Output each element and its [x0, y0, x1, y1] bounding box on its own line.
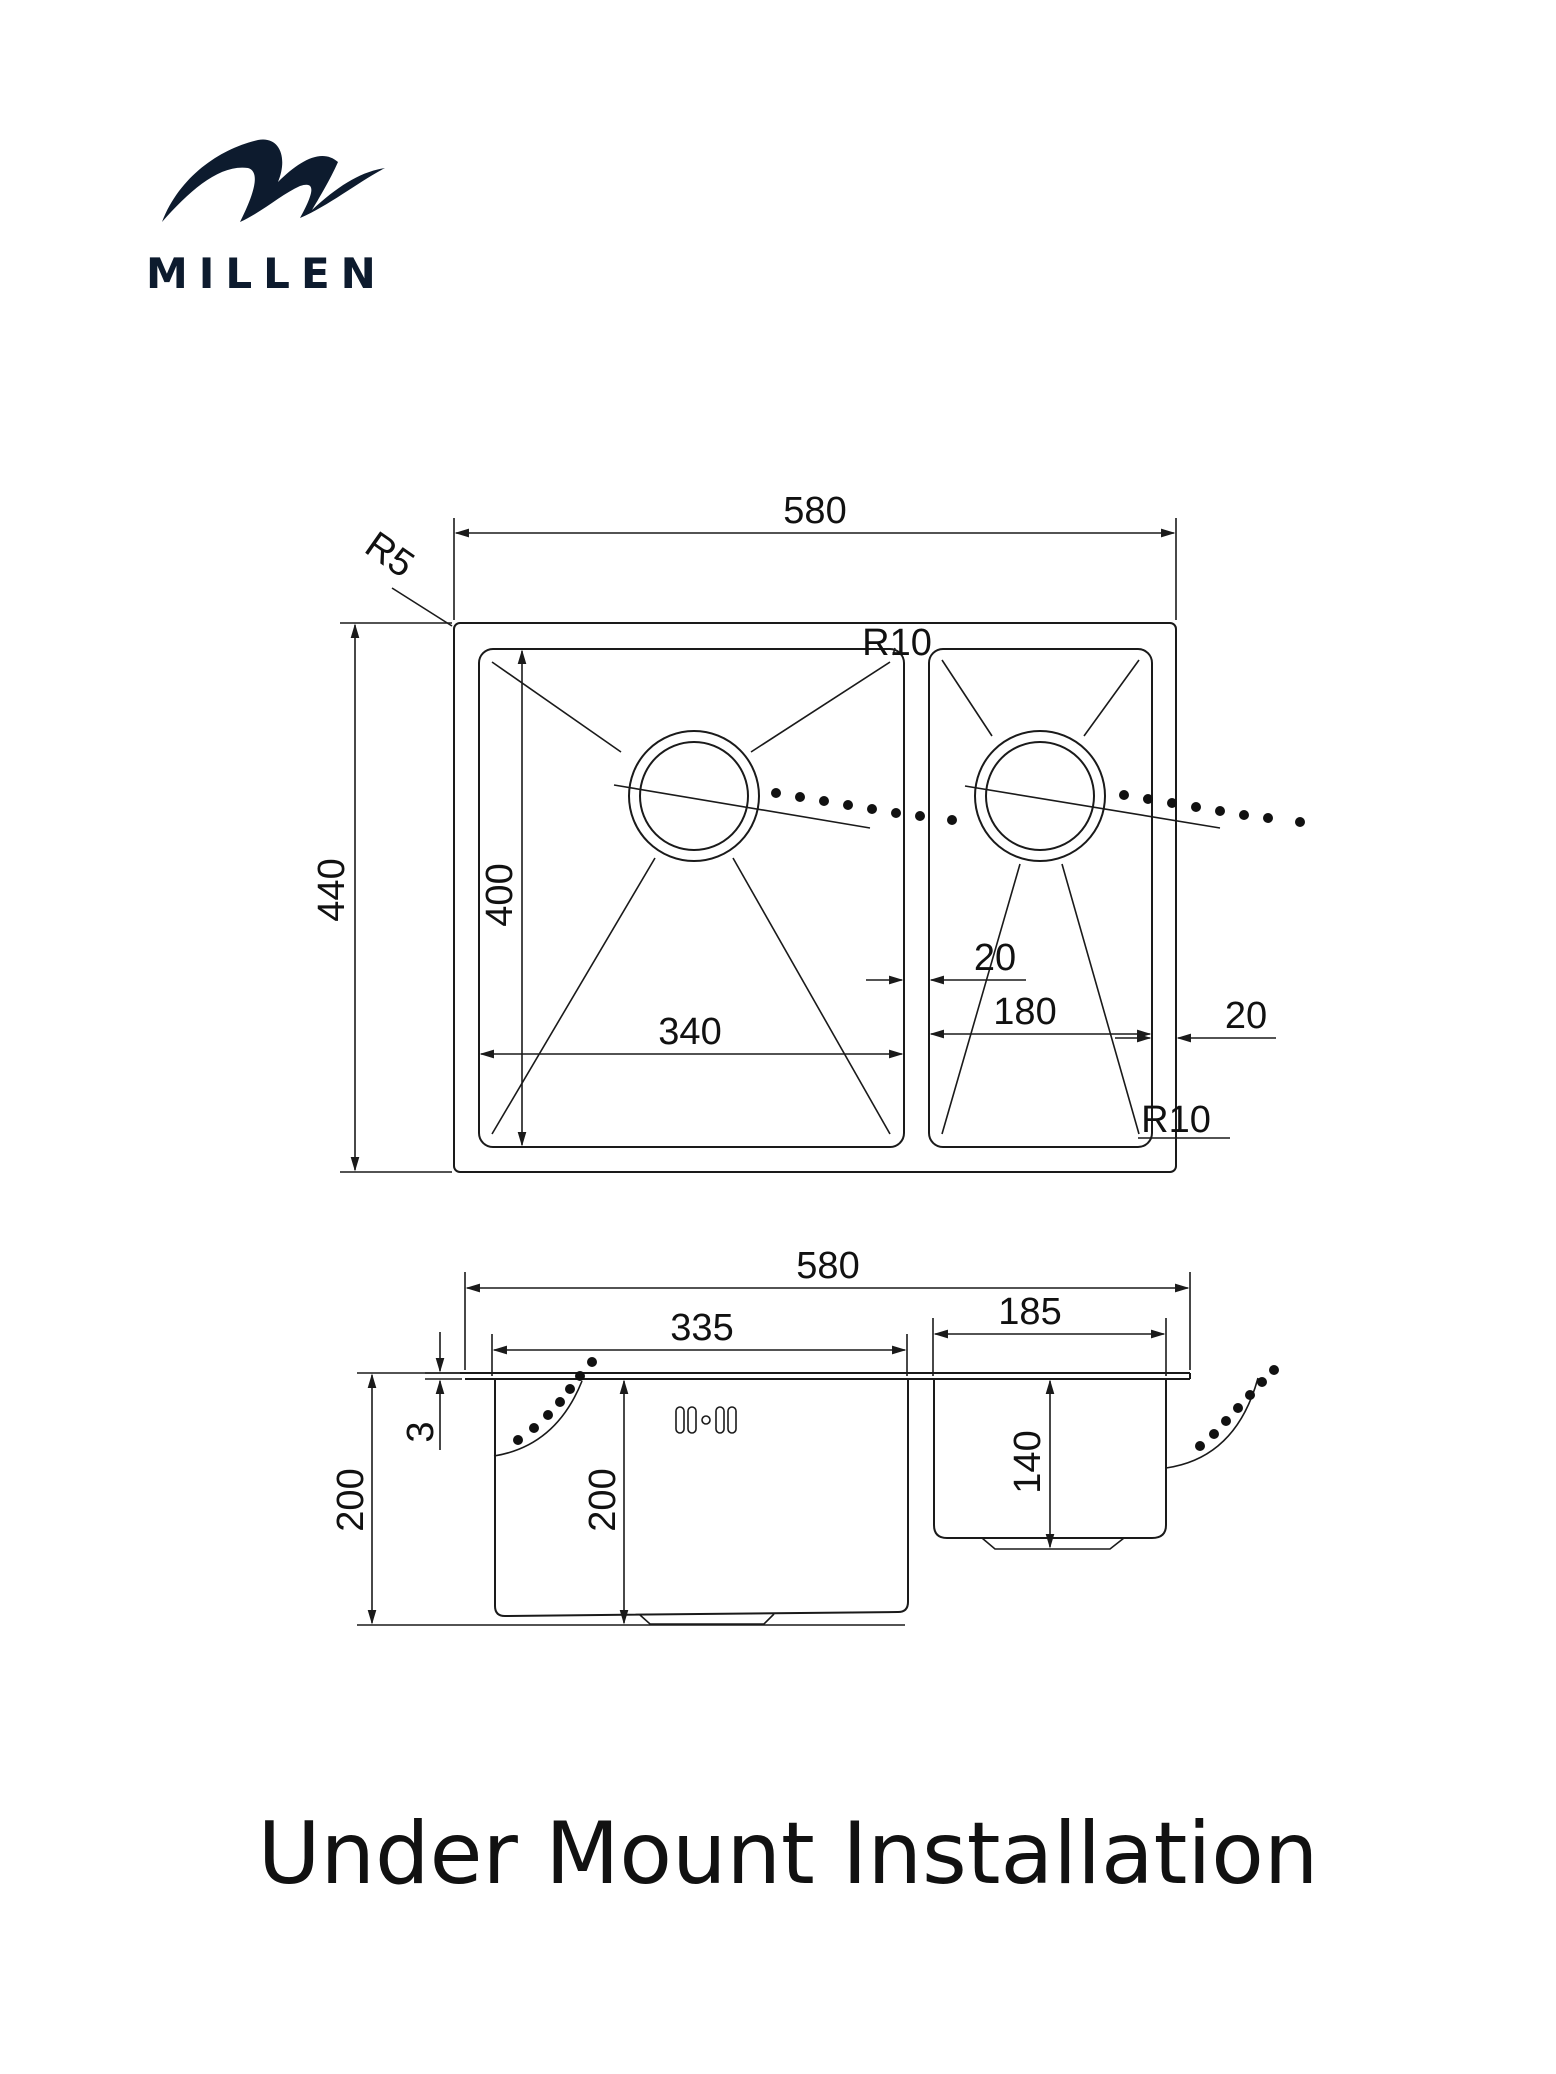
main-bowl-outline	[478, 648, 905, 1148]
small-bowl-outline	[928, 648, 1153, 1148]
dotted-leader-left-section	[513, 1357, 597, 1445]
dim-section-small-bowl-height: 140	[1007, 1430, 1049, 1493]
dim-main-bowl-width: 340	[658, 1011, 721, 1053]
dim-side-margin: 20	[1225, 995, 1267, 1037]
main-bowl-section	[494, 1379, 909, 1618]
dim-main-bowl-depth: 400	[479, 863, 521, 926]
page-caption: Under Mount Installation	[258, 1804, 1319, 1904]
dim-flange-thickness: 3	[400, 1421, 442, 1442]
small-bowl-drain	[941, 659, 1221, 1135]
dotted-leader-main	[771, 788, 957, 825]
dim-divider-width: 20	[974, 937, 1016, 979]
sink-outer-outline	[453, 622, 1177, 1173]
dim-corner-radius-bottom: R10	[1141, 1099, 1211, 1141]
dim-overall-width: 580	[783, 490, 846, 532]
dim-section-main-bowl-width: 335	[670, 1307, 733, 1349]
main-bowl-drain	[491, 661, 891, 1135]
dim-small-bowl-width: 180	[993, 991, 1056, 1033]
dim-section-main-bowl-height: 200	[582, 1468, 624, 1531]
dim-corner-radius-top: R10	[862, 622, 932, 664]
dim-section-overall-width: 580	[796, 1245, 859, 1287]
overflow-slots-icon	[675, 1406, 737, 1434]
dim-section-overall-height: 200	[330, 1468, 372, 1531]
plan-view: 580 R5 R10 440 400 340 20 180 20 R10	[311, 490, 1305, 1173]
dotted-leader-right-section	[1195, 1365, 1279, 1451]
millen-logo: MILLEN	[146, 139, 387, 298]
millen-wave-logo-icon	[162, 139, 385, 222]
section-view: 580 335 185 3 200 200 140	[330, 1245, 1279, 1626]
dim-section-small-bowl-width: 185	[998, 1291, 1061, 1333]
dim-overall-depth: 440	[311, 858, 353, 921]
dim-corner-radius-outer: R5	[357, 524, 421, 586]
brand-name: MILLEN	[146, 249, 387, 298]
dotted-leader-small	[1119, 790, 1305, 827]
